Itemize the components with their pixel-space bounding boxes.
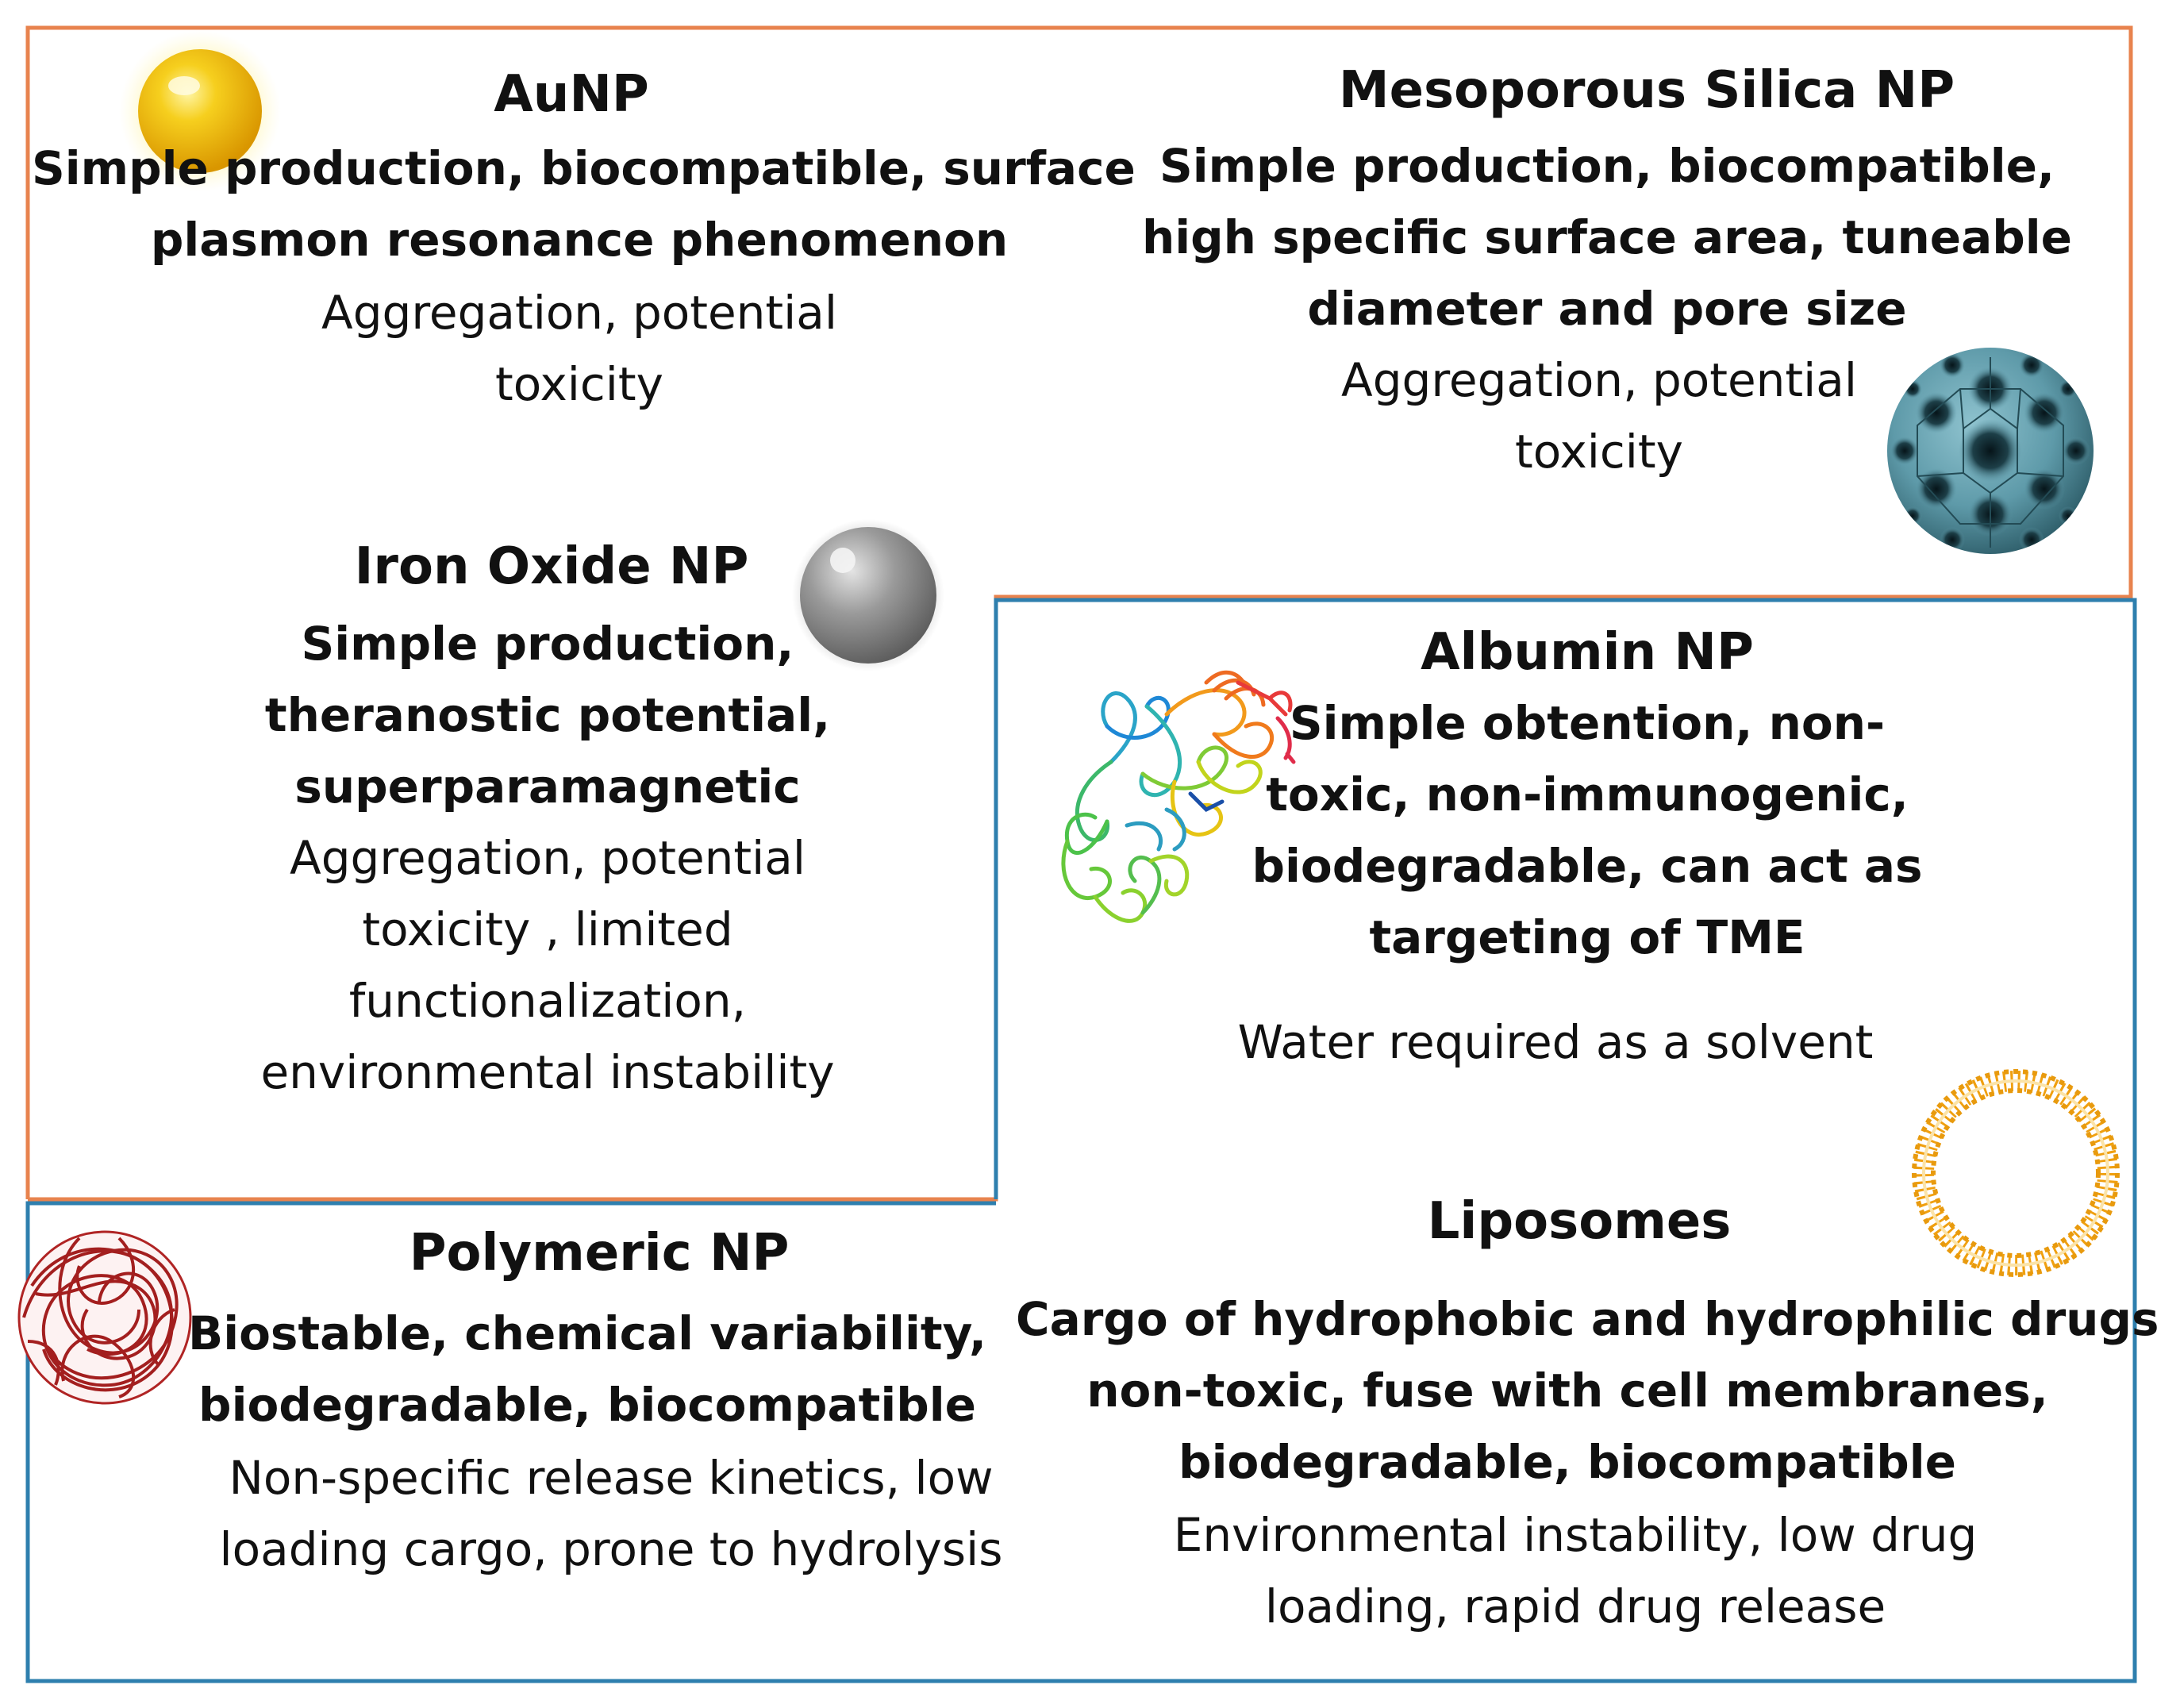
albumin-adv-line: biodegradable, can act as	[1252, 839, 1923, 893]
liposomes-disadvantages: Environmental instability, low drug load…	[1032, 1499, 2119, 1642]
polymeric-disadvantages: Non-specific release kinetics, low loadi…	[206, 1442, 1016, 1585]
albumin-adv-line: toxic, non-immunogenic,	[1266, 767, 1909, 821]
section-liposomes: Liposomes Cargo of hydrophobic and hydro…	[1016, 1187, 2157, 1642]
polymeric-dis-line: Non-specific release kinetics, low	[229, 1451, 994, 1505]
silica-dis-line: toxicity	[1515, 425, 1683, 479]
iron-adv-line: Simple production,	[301, 617, 794, 671]
section-iron-oxide: Iron Oxide NP Simple production, therano…	[151, 532, 944, 1108]
liposomes-adv-line: Cargo of hydrophobic and hydrophilic dru…	[1016, 1292, 2157, 1346]
albumin-adv-line: targeting of TME	[1369, 910, 1805, 964]
polymer-coil-icon	[17, 1230, 192, 1405]
section-aunp: AuNP Simple production, biocompatible, s…	[32, 60, 1136, 420]
liposomes-dis-line: Environmental instability, low drug	[1173, 1508, 1978, 1562]
aunp-dis-line: Aggregation, potential	[321, 286, 837, 340]
gold-sphere-icon	[119, 30, 281, 192]
polymeric-adv-line: Biostable, chemical variability,	[188, 1306, 986, 1360]
iron-adv-line: superparamagnetic	[294, 760, 801, 814]
silica-adv-line: high specific surface area, tuneable	[1141, 210, 2073, 264]
aunp-adv-line: Simple production, biocompatible, surfac…	[32, 141, 1136, 195]
albumin-adv-line: Simple obtention, non-	[1289, 696, 1886, 750]
liposomes-dis-line: loading, rapid drug release	[1264, 1579, 1886, 1633]
silica-dis-line: Aggregation, potential	[1341, 353, 1857, 407]
polymeric-title: Polymeric NP	[409, 1224, 790, 1283]
porous-sphere-icon	[1887, 348, 2094, 554]
section-albumin: Albumin NP Simple obtention, non- toxic,…	[1190, 617, 1984, 1078]
gray-sphere-icon	[792, 519, 944, 671]
silica-advantages: Simple production, biocompatible, high s…	[1135, 130, 2079, 344]
albumin-title: Albumin NP	[1421, 623, 1754, 682]
iron-dis-line: functionalization,	[348, 974, 747, 1028]
iron-dis-line: toxicity , limited	[362, 902, 733, 956]
aunp-title: AuNP	[494, 65, 649, 124]
silica-adv-line: diameter and pore size	[1307, 282, 1907, 336]
iron-adv-line: theranostic potential,	[264, 688, 831, 742]
protein-ribbon-icon	[1061, 670, 1296, 923]
aunp-dis-line: toxicity	[495, 357, 663, 411]
iron-dis-line: Aggregation, potential	[290, 831, 806, 885]
iron-advantages: Simple production, theranostic potential…	[151, 608, 944, 822]
silica-adv-line: Simple production, biocompatible,	[1159, 139, 2055, 193]
albumin-advantages: Simple obtention, non- toxic, non-immuno…	[1190, 687, 1984, 973]
polymeric-adv-line: biodegradable, biocompatible	[198, 1378, 976, 1432]
section-polymeric: Polymeric NP Biostable, chemical variabi…	[188, 1218, 1016, 1585]
aunp-disadvantages: Aggregation, potential toxicity	[32, 277, 1127, 420]
liposomes-title: Liposomes	[1427, 1192, 1732, 1251]
aunp-adv-line: plasmon resonance phenomenon	[150, 213, 1009, 267]
liposomes-adv-line: biodegradable, biocompatible	[1178, 1435, 1956, 1489]
aunp-advantages: Simple production, biocompatible, surfac…	[32, 133, 1136, 275]
liposomes-advantages: Cargo of hydrophobic and hydrophilic dru…	[1016, 1283, 2157, 1498]
liposome-bilayer-icon	[1912, 1069, 2120, 1277]
polymeric-advantages: Biostable, chemical variability, biodegr…	[159, 1298, 1016, 1441]
liposomes-adv-line: non-toxic, fuse with cell membranes,	[1086, 1364, 2048, 1418]
silica-disadvantages: Aggregation, potential toxicity	[1119, 344, 2079, 487]
iron-disadvantages: Aggregation, potential toxicity , limite…	[151, 822, 944, 1108]
bottom-region-border	[25, 598, 2137, 1683]
albumin-disadvantages: Water required as a solvent	[1127, 1006, 1984, 1078]
iron-dis-line: environmental instability	[260, 1045, 835, 1099]
silica-title: Mesoporous Silica NP	[1338, 61, 1955, 120]
section-silica: Mesoporous Silica NP Simple production, …	[1135, 56, 2079, 487]
polymeric-dis-line: loading cargo, prone to hydrolysis	[219, 1522, 1003, 1576]
albumin-dis-line: Water required as a solvent	[1237, 1015, 1874, 1069]
iron-title: Iron Oxide NP	[354, 537, 749, 596]
